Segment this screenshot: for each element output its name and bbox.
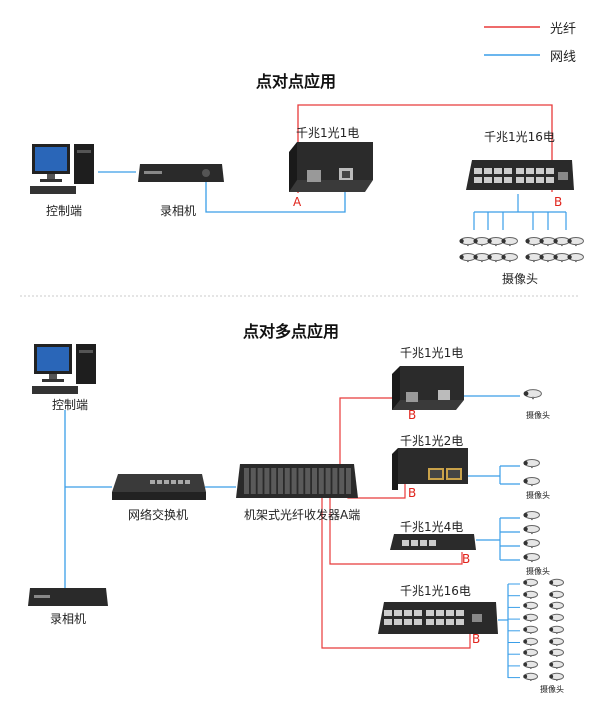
- camera-icon: [523, 389, 542, 400]
- camera-icon: [501, 252, 518, 263]
- camera-icon: [523, 660, 538, 669]
- camera-icon: [523, 578, 538, 587]
- wire-fiber-dev4: [321, 498, 471, 649]
- dev3-label: 千兆1光4电: [400, 520, 464, 534]
- wire-recorder-converter: [205, 182, 346, 213]
- dev4-label: 千兆1光16电: [400, 584, 471, 598]
- camera-icon: [549, 613, 564, 623]
- camera-icon: [523, 552, 540, 563]
- dev2-camera-label: 摄像头: [526, 491, 550, 500]
- camera-icon: [523, 613, 538, 623]
- camera-icon: [523, 648, 538, 658]
- p2p-console-label: 控制端: [46, 204, 83, 218]
- legend-fiber-label: 光纤: [550, 22, 577, 37]
- camera-icon: [501, 236, 518, 247]
- camera-icon: [549, 625, 564, 634]
- legend-network-label: 网线: [550, 50, 577, 65]
- camera-icon: [549, 672, 564, 681]
- camera-icon: [549, 578, 564, 587]
- camera-icon: [523, 524, 540, 535]
- rack-label: 机架式光纤收发器A端: [244, 508, 361, 522]
- camera-icon: [539, 252, 556, 263]
- dev3-port: B: [462, 552, 471, 566]
- camera-icon: [523, 510, 540, 521]
- rack-chassis-icon: [236, 464, 358, 498]
- p2p-recorder-icon: [138, 164, 224, 182]
- p2p-recorder-label: 录相机: [160, 204, 197, 218]
- p2mp-console-label: 控制端: [52, 398, 89, 412]
- p2p-port-a: A: [293, 195, 302, 209]
- dev1-label: 千兆1光1电: [400, 346, 464, 360]
- p2mp-console-pc-icon: [32, 344, 96, 394]
- wire-fiber-dev3: [329, 498, 463, 565]
- p2mp-title: 点对多点应用: [243, 322, 340, 341]
- network-switch-icon: [112, 474, 206, 500]
- camera-icon: [523, 637, 538, 646]
- camera-icon: [523, 602, 538, 611]
- dev4-camera-label: 摄像头: [540, 685, 564, 694]
- camera-icon: [567, 252, 584, 263]
- camera-icon: [523, 625, 538, 634]
- camera-icon: [525, 236, 542, 247]
- camera-icon: [549, 590, 564, 599]
- p2p-title: 点对点应用: [256, 72, 337, 91]
- p2p-converter-icon: [289, 142, 373, 192]
- network-switch-label: 网络交换机: [128, 508, 189, 522]
- console-pc-icon: [30, 144, 94, 194]
- camera-icon: [549, 648, 564, 658]
- camera-icon: [539, 236, 556, 247]
- p2p-port-b: B: [554, 195, 563, 209]
- camera-icon: [523, 538, 540, 549]
- camera-icon: [525, 252, 542, 263]
- camera-icon: [549, 602, 564, 611]
- p2mp-recorder-icon: [28, 588, 108, 606]
- p2p-switch-icon: [466, 160, 574, 190]
- camera-icon: [523, 672, 538, 681]
- dev1-camera-label: 摄像头: [526, 411, 550, 420]
- dev4-icon: [378, 602, 498, 634]
- camera-icon: [523, 458, 540, 469]
- dev2-port: B: [408, 486, 417, 500]
- camera-icon: [459, 236, 476, 247]
- dev2-icon: [392, 448, 468, 490]
- camera-icon: [567, 236, 584, 247]
- dev3-icon: [390, 534, 476, 550]
- camera-icon: [523, 476, 540, 487]
- camera-icon: [459, 252, 476, 263]
- dev1-icon: [392, 366, 464, 410]
- camera-icon: [549, 660, 564, 669]
- p2p-camera-label: 摄像头: [502, 272, 539, 286]
- p2p-switch-label: 千兆1光16电: [484, 130, 555, 144]
- camera-icon: [473, 236, 490, 247]
- dev3-camera-label: 摄像头: [526, 567, 550, 576]
- dev1-port: B: [408, 408, 417, 422]
- dev4-port: B: [472, 632, 481, 646]
- p2p-converter-label: 千兆1光1电: [296, 126, 360, 140]
- dev2-label: 千兆1光2电: [400, 434, 464, 448]
- camera-icon: [523, 590, 538, 599]
- p2mp-recorder-label: 录相机: [50, 612, 87, 626]
- camera-icon: [549, 637, 564, 646]
